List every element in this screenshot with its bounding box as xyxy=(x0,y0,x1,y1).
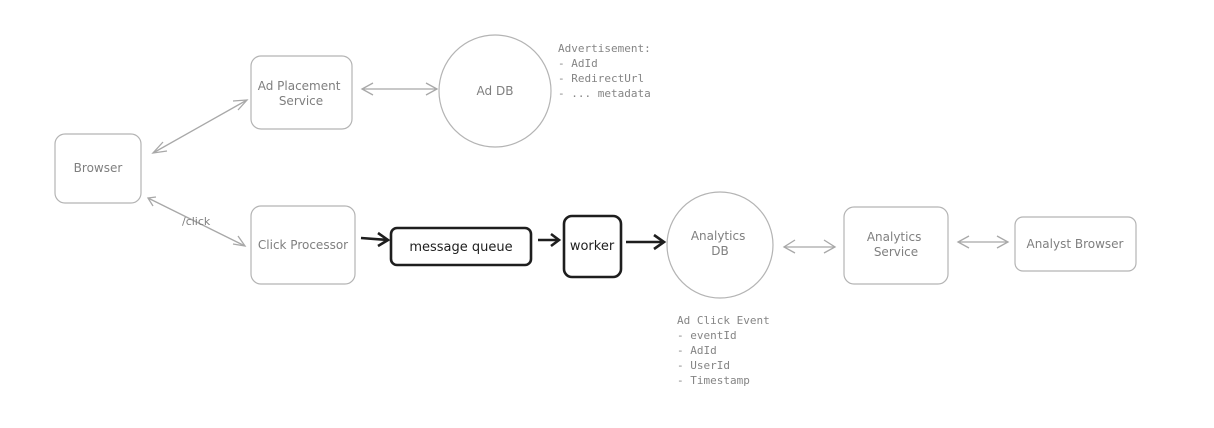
arrow-browser-ad-placement xyxy=(151,99,249,154)
analytics-service-label-line-1: Analytics xyxy=(867,230,922,244)
arrow-analytics-service-analyst-browser xyxy=(956,235,1010,249)
analytics-service-node: Analytics Service xyxy=(843,206,949,285)
browser-node: Browser xyxy=(54,133,142,204)
ad-placement-service-node: Ad Placement Service xyxy=(250,55,353,130)
worker-node: worker xyxy=(562,214,623,279)
svg-text:Advertisement: - AdId: Advertisement: - AdId - RedirectUrl - ..… xyxy=(558,42,657,100)
svg-text:Analytics Service: Analytics Service xyxy=(867,230,925,259)
arrow-click-processor-message-queue xyxy=(360,231,391,248)
arrow-browser-click-processor xyxy=(146,196,247,247)
svg-text:Ad Placement Service: Ad Placement Service xyxy=(258,79,345,108)
ad-db-node: Ad DB xyxy=(438,34,552,148)
arrow-worker-analytics-db xyxy=(626,233,667,251)
click-processor-node: Click Processor xyxy=(250,205,356,285)
analytics-db-label-line-2: DB xyxy=(711,244,728,258)
message-queue-node: message queue xyxy=(389,226,533,267)
ad-db-label: Ad DB xyxy=(477,84,514,98)
advertisement-note-line: - RedirectUrl xyxy=(558,72,644,85)
ad-placement-service-label-line-2: Service xyxy=(279,94,323,108)
arrow-ad-placement-ad-db xyxy=(360,82,439,96)
svg-text:Ad Click Event - eventId: Ad Click Event - eventId - AdId - UserId… xyxy=(677,314,776,387)
analyst-browser-label: Analyst Browser xyxy=(1026,237,1123,251)
ad-click-event-note-line: Ad Click Event xyxy=(677,314,770,327)
advertisement-note: Advertisement: - AdId - RedirectUrl - ..… xyxy=(558,42,657,100)
ad-click-event-note: Ad Click Event - eventId - AdId - UserId… xyxy=(677,314,776,387)
svg-text:Analytics DB: Analytics DB xyxy=(691,229,749,258)
ad-click-event-note-line: - AdId xyxy=(677,344,717,357)
ad-click-event-note-line: - eventId xyxy=(677,329,737,342)
message-queue-label: message queue xyxy=(409,240,512,255)
browser-label: Browser xyxy=(74,161,123,175)
arrow-message-queue-worker xyxy=(538,232,562,248)
analyst-browser-node: Analyst Browser xyxy=(1014,216,1137,272)
ad-click-event-note-line: - UserId xyxy=(677,359,730,372)
analytics-db-node: Analytics DB xyxy=(666,191,774,299)
click-processor-label: Click Processor xyxy=(258,238,348,252)
analytics-service-label-line-2: Service xyxy=(874,245,918,259)
ad-click-event-note-line: - Timestamp xyxy=(677,374,750,387)
ad-placement-service-label-line-1: Ad Placement xyxy=(258,79,341,93)
arrow-analytics-db-analytics-service xyxy=(782,239,837,254)
advertisement-note-line: - ... metadata xyxy=(558,87,651,100)
advertisement-note-line: Advertisement: xyxy=(558,42,651,55)
worker-label: worker xyxy=(570,239,615,254)
click-edge-label: /click xyxy=(182,215,211,228)
analytics-db-label-line-1: Analytics xyxy=(691,229,746,243)
advertisement-note-line: - AdId xyxy=(558,57,598,70)
